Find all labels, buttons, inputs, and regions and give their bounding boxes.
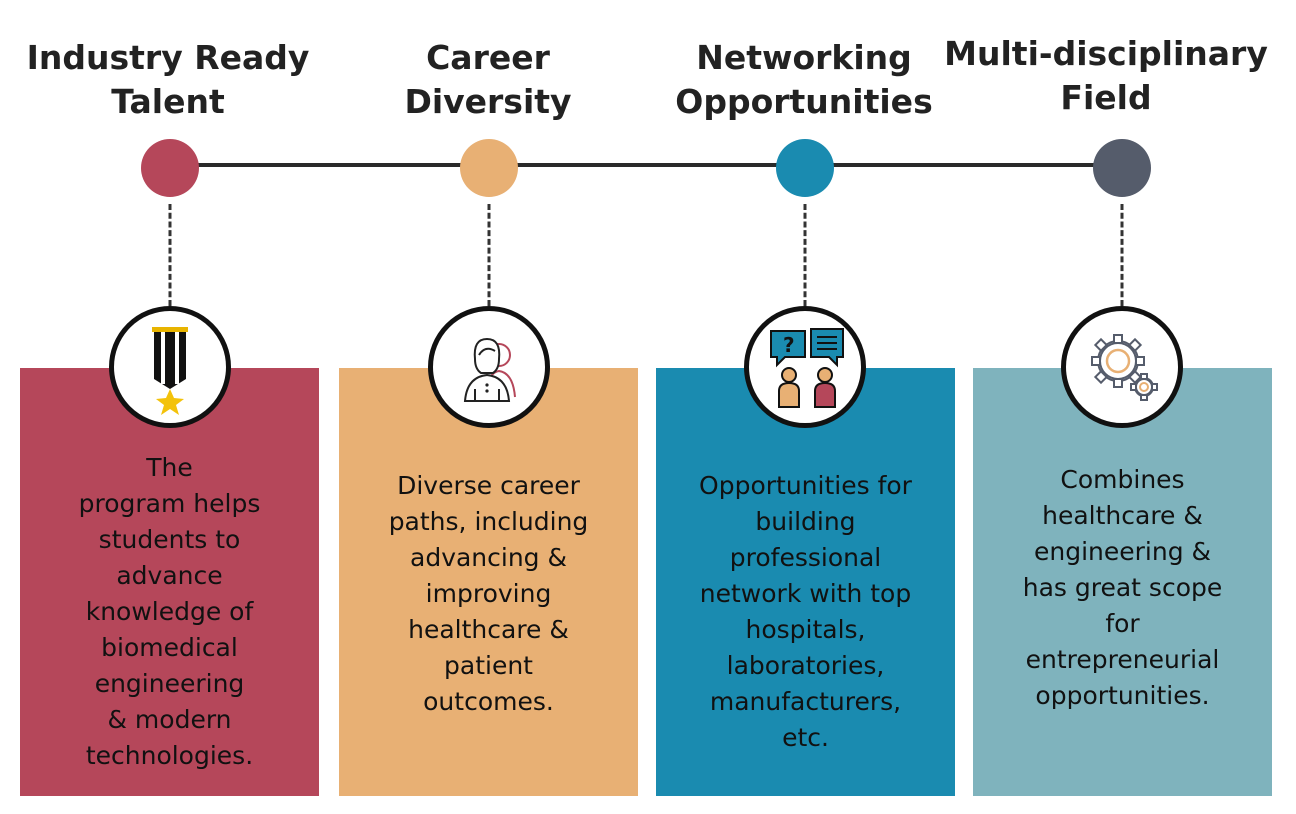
step-2-text-line: improving bbox=[425, 579, 552, 608]
step-2-title-line-1: Career bbox=[426, 38, 550, 77]
step-1-badge bbox=[109, 306, 231, 428]
step-4-text-line: healthcare & bbox=[1042, 501, 1203, 530]
step-3-text-line: professional bbox=[729, 543, 882, 572]
step-3-description: Opportunities for building professional … bbox=[668, 468, 943, 756]
step-1-card: The program helps students to advance kn… bbox=[20, 368, 319, 796]
step-3-badge: ? bbox=[744, 306, 866, 428]
conversation-icon: ? bbox=[770, 328, 844, 408]
step-4-card: Combines healthcare & engineering & has … bbox=[973, 368, 1272, 796]
step-4-title-line-1: Multi-disciplinary bbox=[944, 34, 1268, 73]
step-2-text-line: outcomes. bbox=[423, 687, 554, 716]
step-4-text-line: has great scope bbox=[1022, 573, 1223, 602]
step-4-text-line: opportunities. bbox=[1035, 681, 1210, 710]
step-3-text-line: etc. bbox=[782, 723, 829, 752]
step-1-title-line-2: Talent bbox=[111, 82, 225, 121]
step-1-text-line: program helps bbox=[78, 489, 261, 518]
step-4-badge bbox=[1061, 306, 1183, 428]
step-2-text-line: Diverse career bbox=[397, 471, 580, 500]
step-3-card: Opportunities for building professional … bbox=[656, 368, 955, 796]
step-2-title-line-2: Diversity bbox=[404, 82, 572, 121]
step-2-title: Career Diversity bbox=[323, 36, 653, 124]
step-4-title-line-2: Field bbox=[1060, 78, 1152, 117]
step-1-text-line: & modern bbox=[107, 705, 232, 734]
step-3-title-line-1: Networking bbox=[696, 38, 912, 77]
connector-3 bbox=[803, 204, 807, 306]
timeline-line bbox=[170, 163, 1122, 167]
people-icon bbox=[463, 337, 516, 402]
step-1-description: The program helps students to advance kn… bbox=[40, 450, 299, 774]
step-3-text-line: network with top bbox=[699, 579, 912, 608]
connector-2 bbox=[487, 204, 491, 306]
step-3-title-line-2: Opportunities bbox=[675, 82, 933, 121]
step-3-text-line: Opportunities for bbox=[699, 471, 912, 500]
step-3-title: Networking Opportunities bbox=[639, 36, 969, 124]
step-1-text-line: engineering bbox=[94, 669, 245, 698]
step-1-text-line: biomedical bbox=[101, 633, 238, 662]
svg-text:?: ? bbox=[783, 333, 795, 357]
step-4-text-line: for bbox=[1105, 609, 1140, 638]
step-1-text-line: The bbox=[146, 453, 193, 482]
step-2-text-line: healthcare & bbox=[408, 615, 569, 644]
step-2-badge bbox=[428, 306, 550, 428]
timeline-node-1 bbox=[141, 139, 199, 197]
timeline-node-3 bbox=[776, 139, 834, 197]
step-1-text-line: students to bbox=[98, 525, 241, 554]
step-2-text-line: patient bbox=[444, 651, 533, 680]
step-1-text-line: advance bbox=[116, 561, 223, 590]
step-2-text-line: paths, including bbox=[388, 507, 589, 536]
step-3-text-line: building bbox=[755, 507, 856, 536]
step-3-text-line: manufacturers, bbox=[709, 687, 902, 716]
step-1-text-line: knowledge of bbox=[85, 597, 254, 626]
step-4-text-line: Combines bbox=[1060, 465, 1185, 494]
step-4-title: Multi-disciplinary Field bbox=[941, 32, 1271, 120]
medal-icon bbox=[152, 327, 188, 415]
connector-1 bbox=[168, 204, 172, 306]
step-4-description: Combines healthcare & engineering & has … bbox=[993, 462, 1252, 714]
step-4-text-line: entrepreneurial bbox=[1025, 645, 1220, 674]
step-3-text-line: hospitals, bbox=[745, 615, 866, 644]
timeline-node-4 bbox=[1093, 139, 1151, 197]
gears-icon bbox=[1091, 334, 1158, 401]
step-4-text-line: engineering & bbox=[1033, 537, 1212, 566]
step-1-title-line-1: Industry Ready bbox=[26, 38, 310, 77]
connector-4 bbox=[1120, 204, 1124, 306]
step-2-text-line: advancing & bbox=[410, 543, 567, 572]
step-1-title: Industry Ready Talent bbox=[3, 36, 333, 124]
step-3-text-line: laboratories, bbox=[726, 651, 885, 680]
step-1-text-line: technologies. bbox=[85, 741, 254, 770]
step-2-description: Diverse career paths, including advancin… bbox=[359, 468, 618, 720]
timeline-node-2 bbox=[460, 139, 518, 197]
step-2-card: Diverse career paths, including advancin… bbox=[339, 368, 638, 796]
